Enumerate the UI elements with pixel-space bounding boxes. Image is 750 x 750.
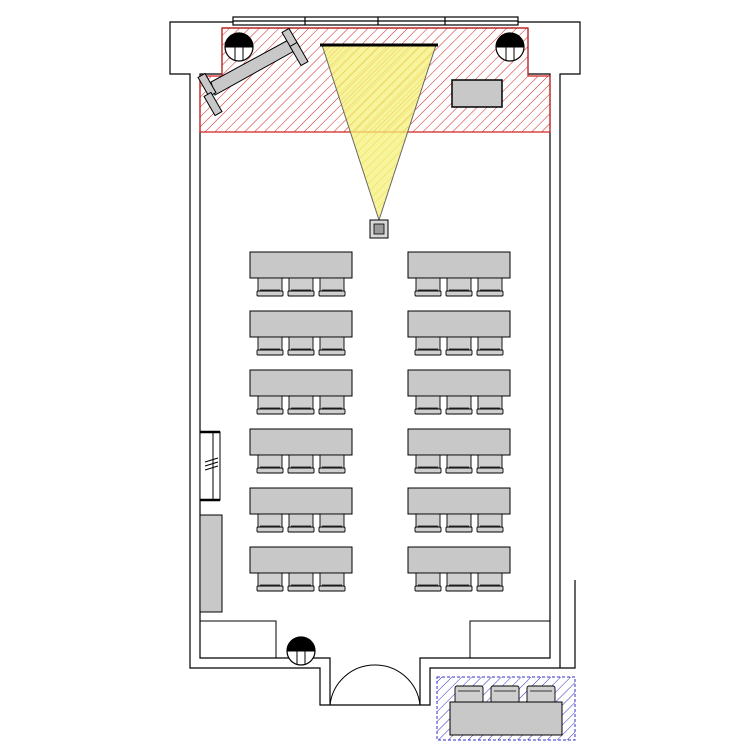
table <box>407 369 511 397</box>
table <box>249 310 353 338</box>
chair <box>445 513 473 533</box>
table-with-chairs <box>249 487 353 533</box>
chair <box>318 336 346 356</box>
lectern <box>451 79 503 108</box>
chair <box>256 277 284 297</box>
table-with-chairs <box>249 251 353 297</box>
chair <box>476 277 504 297</box>
speakers <box>224 32 525 666</box>
chair <box>318 572 346 592</box>
table-with-chairs <box>407 251 511 297</box>
chair <box>287 277 315 297</box>
chair <box>445 454 473 474</box>
lounge-sofa <box>449 701 563 736</box>
chair <box>318 277 346 297</box>
lounge-chair <box>526 685 556 705</box>
lounge-chair <box>490 685 520 705</box>
chair <box>256 395 284 415</box>
chair <box>256 513 284 533</box>
wall-cabinet <box>199 430 223 613</box>
speaker-icon <box>286 636 316 666</box>
chair <box>445 395 473 415</box>
projection-cone <box>320 43 438 239</box>
table-with-chairs <box>407 428 511 474</box>
table <box>249 251 353 279</box>
lounge-area <box>436 676 576 741</box>
chair <box>287 336 315 356</box>
chair <box>476 454 504 474</box>
chair <box>476 395 504 415</box>
chair <box>476 572 504 592</box>
chair <box>414 454 442 474</box>
table <box>249 546 353 574</box>
chair <box>445 336 473 356</box>
storage-boxes <box>199 620 551 659</box>
chair <box>318 513 346 533</box>
chair <box>476 336 504 356</box>
chair <box>414 513 442 533</box>
table <box>407 251 511 279</box>
chair <box>287 572 315 592</box>
table <box>249 487 353 515</box>
chair <box>256 454 284 474</box>
side-counter <box>199 514 223 613</box>
table <box>407 546 511 574</box>
chair <box>414 336 442 356</box>
chair <box>414 572 442 592</box>
double-door-icon <box>329 664 421 706</box>
chair <box>318 454 346 474</box>
chair <box>256 572 284 592</box>
chair <box>476 513 504 533</box>
chair <box>256 336 284 356</box>
seating-area <box>249 251 511 592</box>
lounge-chair <box>454 685 484 705</box>
table-with-chairs <box>249 428 353 474</box>
table-with-chairs <box>249 546 353 592</box>
table <box>407 428 511 456</box>
table-with-chairs <box>249 310 353 356</box>
table-with-chairs <box>407 546 511 592</box>
chair <box>287 513 315 533</box>
outer-wall <box>169 21 576 706</box>
chair <box>287 395 315 415</box>
table-with-chairs <box>249 369 353 415</box>
chair <box>414 395 442 415</box>
stage-podium <box>197 27 309 117</box>
table-with-chairs <box>407 487 511 533</box>
speaker-icon <box>495 32 525 62</box>
outer-wall-right <box>518 21 581 668</box>
table-with-chairs <box>407 369 511 415</box>
table-with-chairs <box>407 310 511 356</box>
table <box>407 487 511 515</box>
chair <box>445 277 473 297</box>
chair <box>318 395 346 415</box>
table <box>249 428 353 456</box>
chair <box>445 572 473 592</box>
table <box>249 369 353 397</box>
table <box>407 310 511 338</box>
speaker-icon <box>224 32 254 62</box>
chair <box>414 277 442 297</box>
chair <box>287 454 315 474</box>
